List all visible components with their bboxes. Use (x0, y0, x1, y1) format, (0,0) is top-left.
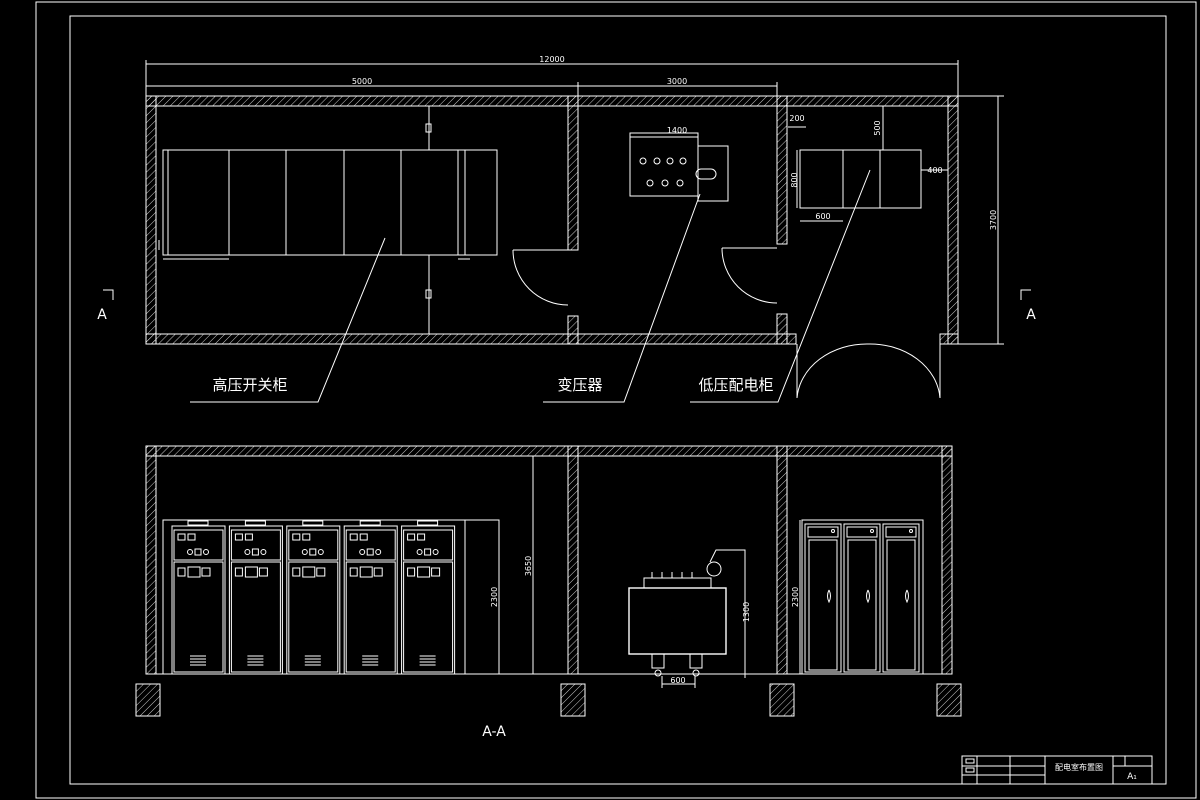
door-swing-lv-room (721, 247, 778, 304)
footing-4 (936, 683, 962, 717)
sheet-mark: A₁ (1127, 772, 1137, 782)
plan-wall-top (145, 95, 959, 107)
plan-partition-1-lower (567, 315, 579, 345)
lv-cabinets-elevation (801, 519, 924, 675)
section-wall-top (145, 445, 953, 457)
footing-2 (560, 683, 586, 717)
dim-lv-offset-top: 500 (873, 120, 882, 135)
dim-lv-panel-width: 600 (815, 212, 830, 221)
hv-cabinet-row-plan (162, 149, 498, 256)
transformer-side-box-plan (697, 145, 729, 202)
lv-cabinet (843, 523, 881, 673)
section-marker-left (103, 289, 114, 300)
dim-room-height: 3650 (524, 556, 533, 576)
dim-lv-clear-top: 200 (789, 114, 804, 123)
section-wall-right (941, 445, 953, 675)
section-wall-mid1 (567, 445, 579, 675)
plan-wall-bottom-right (939, 333, 959, 345)
label-hv-switchgear: 高压开关柜 (212, 376, 287, 394)
plan-wall-left (145, 95, 157, 345)
lv-cabinet (804, 523, 842, 673)
leader-lv-panel (690, 169, 871, 403)
lv-cabinet (882, 523, 920, 673)
plan-view (103, 60, 1031, 403)
lv-panel-row-plan (799, 149, 922, 209)
title-block (961, 755, 1153, 785)
footing-1 (135, 683, 161, 717)
drawing-title: 配电室布置图 (1055, 762, 1103, 772)
section-mark-left: A (97, 307, 107, 323)
door-swing-hv-room (512, 249, 569, 306)
transformer-terminal-plan (695, 168, 717, 180)
hv-cabinet (286, 520, 341, 675)
plan-wall-bottom-left (145, 333, 797, 345)
dim-lv-cabinet-height: 2300 (791, 587, 800, 607)
hv-cabinets-elevation (162, 519, 500, 675)
plan-partition-1-upper (567, 95, 579, 251)
hv-cabinet (171, 520, 226, 675)
section-marker-right (1020, 289, 1031, 300)
dim-transformer-height: 1300 (742, 602, 751, 622)
dim-transformer-base-width: 600 (670, 676, 685, 685)
dim-transformer-room-width: 3000 (667, 77, 687, 86)
hv-cabinet (401, 520, 456, 675)
plan-partition-2-upper (776, 95, 788, 245)
dim-hv-room-width: 5000 (352, 77, 372, 86)
hv-cabinet (228, 520, 283, 675)
leader-hv-switchgear (190, 237, 386, 403)
section-wall-left (145, 445, 157, 675)
dim-lv-depth: 800 (790, 172, 799, 187)
inner-border (69, 15, 1167, 785)
entrance-double-door (796, 343, 941, 399)
leader-transformer (543, 193, 701, 403)
transformer-elevation (628, 549, 746, 688)
dim-total-width: 12000 (539, 55, 564, 64)
outer-border (35, 1, 1197, 799)
section-wall-mid2 (776, 445, 788, 675)
plan-wall-right (947, 95, 959, 345)
dim-building-depth: 3700 (989, 210, 998, 230)
dim-lv-side-gap: 400 (927, 166, 942, 175)
dim-transformer-length: 1400 (667, 126, 687, 135)
hv-cabinet (343, 520, 398, 675)
transformer-body-plan (629, 132, 699, 197)
section-view (135, 445, 962, 717)
section-title: A-A (482, 724, 506, 740)
footing-3 (769, 683, 795, 717)
label-transformer: 变压器 (557, 376, 602, 394)
section-mark-right: A (1026, 307, 1036, 323)
label-lv-panel: 低压配电柜 (698, 376, 773, 394)
dim-hv-cabinet-height: 2300 (490, 587, 499, 607)
plan-partition-2-lower (776, 313, 788, 345)
